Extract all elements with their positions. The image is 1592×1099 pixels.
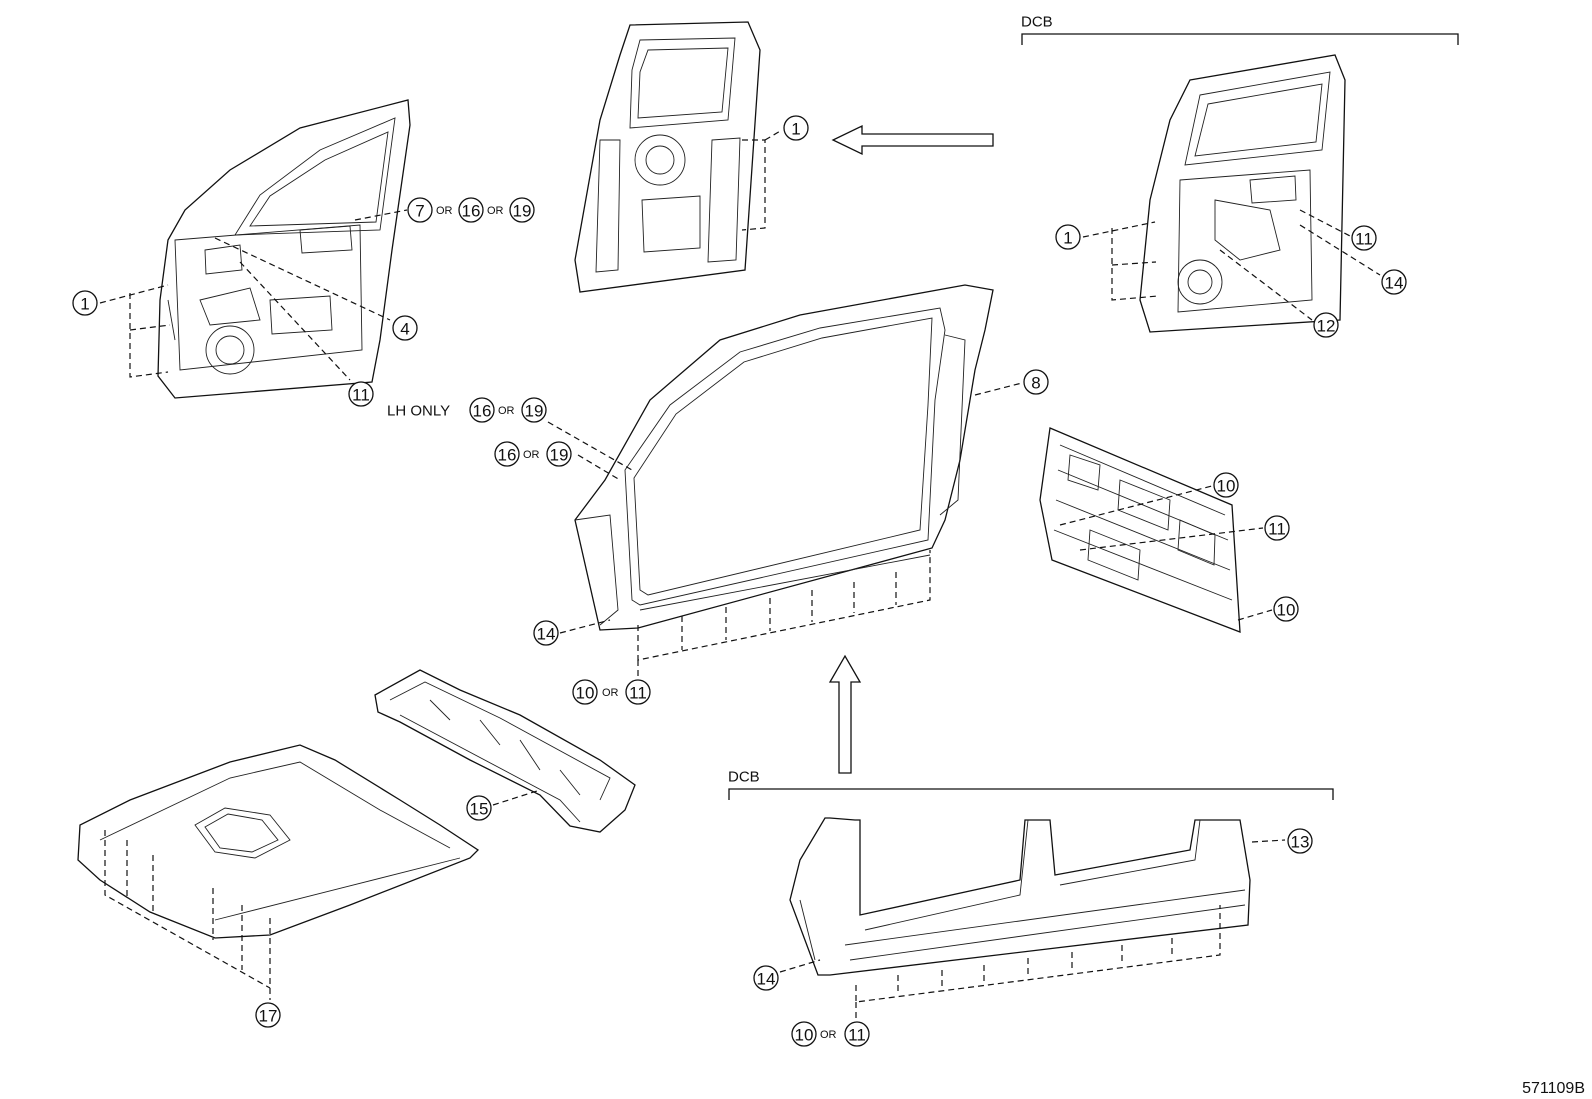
svg-text:16: 16 xyxy=(498,446,517,465)
svg-text:13: 13 xyxy=(1291,833,1310,852)
dcb-door-panel xyxy=(1139,54,1346,333)
svg-text:17: 17 xyxy=(259,1007,278,1026)
arrow-up-from-dcb xyxy=(828,654,862,774)
dcb-body-side-leaders xyxy=(779,839,1286,1020)
callout-front-door-1: 1 xyxy=(72,290,98,316)
callout-side-10-11: 10 OR 11 xyxy=(572,679,651,705)
svg-text:OR: OR xyxy=(602,687,619,699)
svg-text:8: 8 xyxy=(1031,374,1040,393)
callout-front-door-7-16-19: 7 OR 16 OR 19 xyxy=(407,197,535,223)
callout-back-11: 11 xyxy=(1264,515,1290,541)
callout-back-10a: 10 xyxy=(1213,472,1239,498)
callout-side-8: 8 xyxy=(1023,369,1049,395)
dcb-top-label: DCB xyxy=(1021,14,1053,31)
callout-cowl-15: 15 xyxy=(466,795,492,821)
hood-panel xyxy=(77,744,480,939)
svg-text:19: 19 xyxy=(513,202,532,221)
svg-text:12: 12 xyxy=(1317,317,1336,336)
svg-text:7: 7 xyxy=(415,202,424,221)
svg-text:11: 11 xyxy=(352,386,370,405)
svg-text:1: 1 xyxy=(80,295,89,314)
callout-side-16-19: 16 OR 19 xyxy=(494,441,572,467)
svg-text:OR: OR xyxy=(523,449,540,461)
svg-text:11: 11 xyxy=(848,1026,866,1045)
front-door-leaders xyxy=(99,209,408,381)
svg-text:OR: OR xyxy=(820,1029,837,1041)
callout-side-14: 14 xyxy=(533,620,559,646)
back-panel xyxy=(1039,427,1241,633)
callout-rear-door-1: 1 xyxy=(783,115,809,141)
svg-text:14: 14 xyxy=(1385,274,1404,293)
callout-back-10b: 10 xyxy=(1273,596,1299,622)
svg-text:19: 19 xyxy=(550,446,569,465)
diagram-code: 571109B xyxy=(1522,1080,1585,1097)
svg-text:11: 11 xyxy=(1355,230,1373,249)
svg-text:15: 15 xyxy=(470,800,489,819)
svg-text:14: 14 xyxy=(757,970,776,989)
svg-text:10: 10 xyxy=(1217,477,1236,496)
dcb-door-leaders xyxy=(1082,209,1381,321)
dcb-bottom-label: DCB xyxy=(728,769,760,786)
rear-door-panel xyxy=(574,21,761,293)
svg-text:1: 1 xyxy=(791,120,800,139)
hood-leaders xyxy=(104,830,271,1000)
svg-text:10: 10 xyxy=(795,1026,814,1045)
dcb-body-side-panel xyxy=(789,817,1251,976)
svg-text:OR: OR xyxy=(436,205,453,217)
callout-dcb-door-11: 11 xyxy=(1351,225,1377,251)
callout-side-lh-only-16-19: LH ONLY 16 OR 19 xyxy=(387,397,547,423)
svg-text:10: 10 xyxy=(576,684,595,703)
lh-only-label: LH ONLY xyxy=(387,403,450,420)
svg-text:OR: OR xyxy=(498,405,515,417)
body-side-outer-panel xyxy=(574,284,994,631)
callout-dcb-door-12: 12 xyxy=(1313,312,1339,338)
callout-dcb-door-14: 14 xyxy=(1381,269,1407,295)
svg-text:1: 1 xyxy=(1063,229,1072,248)
front-door-panel xyxy=(157,99,411,399)
callout-front-door-4: 4 xyxy=(392,315,418,341)
cowl-leader xyxy=(492,789,541,806)
svg-text:OR: OR xyxy=(487,205,504,217)
callout-hood-17: 17 xyxy=(255,1002,281,1028)
svg-text:10: 10 xyxy=(1277,601,1296,620)
svg-text:16: 16 xyxy=(473,402,492,421)
svg-text:16: 16 xyxy=(462,202,481,221)
callout-dcb-side-14: 14 xyxy=(753,965,779,991)
dcb-bottom-bracket: DCB xyxy=(728,769,1334,800)
callout-dcb-door-1: 1 xyxy=(1055,224,1081,250)
svg-text:11: 11 xyxy=(1268,520,1286,539)
svg-text:4: 4 xyxy=(400,320,409,339)
rear-door-leaders xyxy=(741,129,783,231)
back-panel-leaders xyxy=(1059,485,1273,621)
svg-text:11: 11 xyxy=(629,684,647,703)
dcb-top-bracket: DCB xyxy=(1021,14,1459,45)
body-side-leaders xyxy=(547,382,1023,680)
svg-text:14: 14 xyxy=(537,625,556,644)
callout-dcb-side-13: 13 xyxy=(1287,828,1313,854)
arrow-from-dcb xyxy=(831,124,994,156)
cowl-panel xyxy=(374,669,636,833)
svg-text:19: 19 xyxy=(525,402,544,421)
callout-front-door-11: 11 xyxy=(348,381,374,407)
callout-dcb-side-10-11: 10 OR 11 xyxy=(791,1021,870,1047)
